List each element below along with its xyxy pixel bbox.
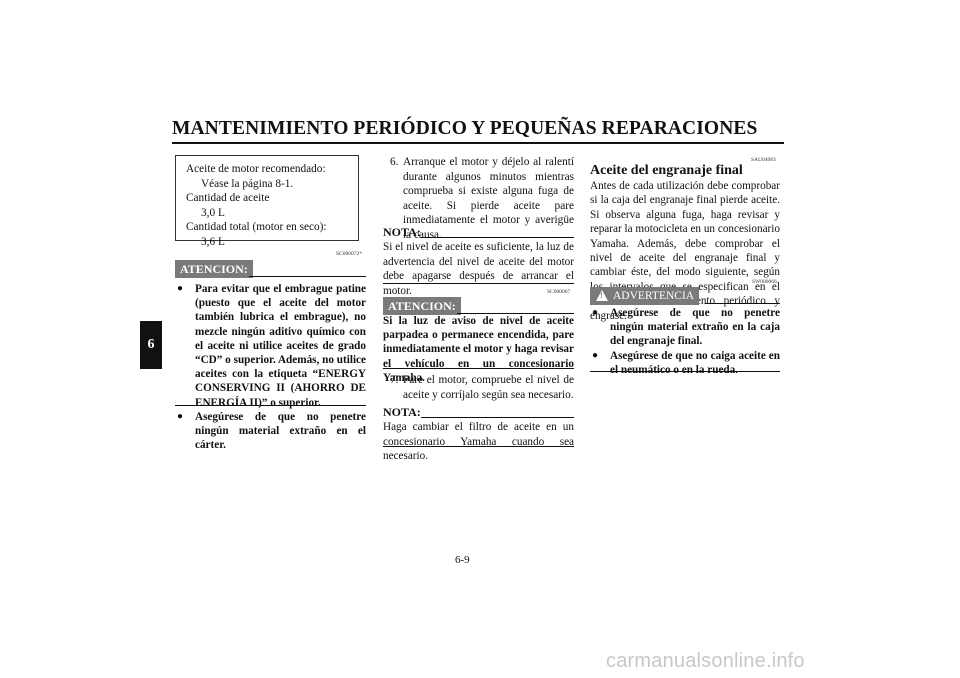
warning-code: SW000066 [752, 279, 777, 285]
bullet-icon: ● [592, 349, 599, 361]
watermark: carmanualsonline.info [606, 650, 805, 672]
note-label: NOTA: [383, 405, 421, 419]
section-code: SAU04083 [751, 157, 776, 163]
note-2: NOTA: Haga cambiar el filtro de aceite e… [383, 405, 574, 464]
warning-label: ADVERTENCIA [613, 290, 695, 302]
bullet-icon: ● [592, 307, 599, 318]
caution-list: ● Para evitar que el embrague patine (pu… [175, 282, 366, 452]
warning-header: ! ADVERTENCIA [590, 287, 780, 305]
caution-item: ● Para evitar que el embrague patine (pu… [177, 283, 366, 409]
caution-header: ATENCION: [175, 260, 366, 278]
warning-code: SC000067 [547, 289, 571, 295]
step-number: 6. [390, 156, 399, 168]
note-label: NOTA: [383, 225, 421, 239]
note-end-rule [383, 446, 574, 447]
note-label-line [421, 417, 574, 418]
oil-spec-box: Aceite de motor recomendado: Véase la pá… [175, 155, 359, 248]
note-1: NOTA: Si el nivel de aceite es suficient… [383, 225, 574, 298]
page-number: 6-9 [455, 554, 470, 566]
warning-header-line [705, 303, 780, 304]
spec-line: Cantidad de aceite [186, 192, 270, 205]
caution-item: ● Asegúrese de que no penetre ningún mat… [177, 410, 366, 452]
header-rule [172, 142, 784, 144]
caution-header-line [249, 276, 366, 277]
section-title: Aceite del engranaje final [590, 163, 743, 178]
caution-text-block: Si la luz de aviso de nivel de aceite pa… [383, 314, 574, 385]
note-text: Si el nivel de aceite es suficiente, la … [383, 241, 574, 297]
step-7: 7. Pare el motor, compruebe el nivel de … [383, 373, 574, 402]
caution-text: Si la luz de aviso de nivel de aceite pa… [383, 315, 574, 384]
chapter-tab: 6 [140, 321, 162, 369]
step-number: 7. [390, 374, 399, 386]
spec-line: Cantidad total (motor en seco): [186, 221, 327, 234]
spec-line: Véase la página 8-1. [201, 177, 294, 190]
spec-line: 3,6 L [201, 235, 225, 248]
caution-end-rule [175, 405, 366, 406]
spec-line: 3,0 L [201, 206, 225, 219]
caution-header: ATENCION: [383, 297, 574, 315]
note-label-line [421, 237, 574, 238]
note-text: Haga cambiar el filtro de aceite en un c… [383, 421, 574, 462]
warning-end-rule [590, 371, 780, 372]
warning-code: SC000072* [336, 251, 362, 257]
warning-label-box: ! ADVERTENCIA [590, 287, 699, 305]
step-text: Pare el motor, compruebe el nivel de ace… [403, 374, 574, 401]
note-end-rule [383, 283, 574, 284]
caution-end-rule [383, 368, 574, 369]
warning-item: ● Asegúrese de que no caiga aceite en el… [592, 349, 780, 376]
warning-triangle-icon: ! [596, 290, 608, 301]
warning-list: ● Asegúrese de que no penetre ningún mat… [590, 306, 780, 377]
warning-item: ● Asegúrese de que no penetre ningún mat… [592, 307, 780, 348]
spec-line: Aceite de motor recomendado: [186, 163, 326, 175]
bullet-icon: ● [177, 410, 184, 422]
caution-label: ATENCION: [175, 260, 253, 278]
bullet-icon: ● [177, 283, 184, 294]
page-header-title: MANTENIMIENTO PERIÓDICO Y PEQUEÑAS REPAR… [172, 118, 758, 139]
caution-label: ATENCION: [383, 297, 461, 315]
caution-header-line [457, 313, 574, 314]
